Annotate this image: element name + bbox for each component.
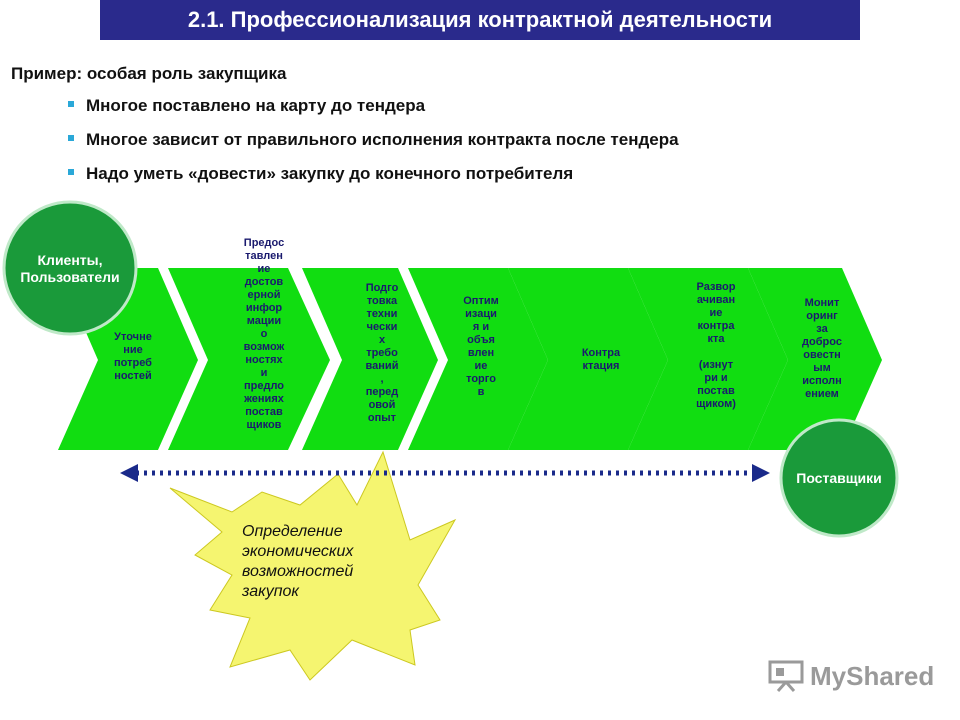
bullet-item: Многое поставлено на карту до тендера	[68, 94, 679, 128]
stage-label-2: Предос тавлен ие достов ерной инфор маци…	[243, 237, 285, 431]
bullet-item: Надо уметь «довести» закупку до конечног…	[68, 162, 679, 196]
chevron-stage-5	[508, 268, 668, 450]
chevron-stage-2	[168, 268, 330, 450]
stage-label-3: Подго товка техни чески х требо ваний , …	[365, 282, 399, 424]
logo-text: MyShared	[810, 660, 935, 691]
bullet-text: Надо уметь «довести» закупку до конечног…	[86, 164, 574, 183]
myshared-logo: MyShared	[768, 658, 934, 694]
chevron-stage-6	[628, 268, 788, 450]
starburst-shape	[169, 450, 457, 681]
arrow-right-head	[752, 464, 770, 482]
stage-label-6: Развор ачиван ие контра кта (изнут ри и …	[696, 281, 736, 410]
chevron-stage-3	[302, 268, 438, 450]
arrow-left-head	[120, 464, 138, 482]
presentation-board-icon	[768, 660, 804, 692]
intro-text: Пример: особая роль закупщика	[11, 64, 287, 83]
bullet-text: Многое зависит от правильного исполнения…	[86, 130, 679, 149]
burst-text: Определение экономических возможностей з…	[242, 523, 354, 600]
stage-label-5: Контра ктация	[581, 347, 621, 372]
bullet-list: Многое поставлено на карту до тендера Мн…	[68, 94, 679, 196]
bullet-item: Многое зависит от правильного исполнения…	[68, 128, 679, 162]
chevron-stage-4	[408, 268, 548, 450]
clients-circle	[2, 200, 138, 336]
slide-title: 2.1. Профессионализация контрактной деят…	[100, 0, 860, 40]
bullet-square-icon	[68, 169, 74, 175]
stage-label-4: Оптим изаци я и объя влен ие торго в	[463, 295, 499, 398]
stage-label-7: Монит оринг за доброс овестн ым исполн е…	[802, 297, 842, 400]
clients-label: Клиенты, Пользователи	[20, 252, 120, 285]
suppliers-label: Поставщики	[796, 470, 882, 486]
chevron-stage-7	[748, 268, 882, 450]
suppliers-circle	[779, 418, 899, 538]
bullet-text: Многое поставлено на карту до тендера	[86, 96, 426, 115]
bullet-square-icon	[68, 101, 74, 107]
bullet-square-icon	[68, 135, 74, 141]
stage-label-1: Уточне ние потреб ностей	[114, 331, 152, 382]
